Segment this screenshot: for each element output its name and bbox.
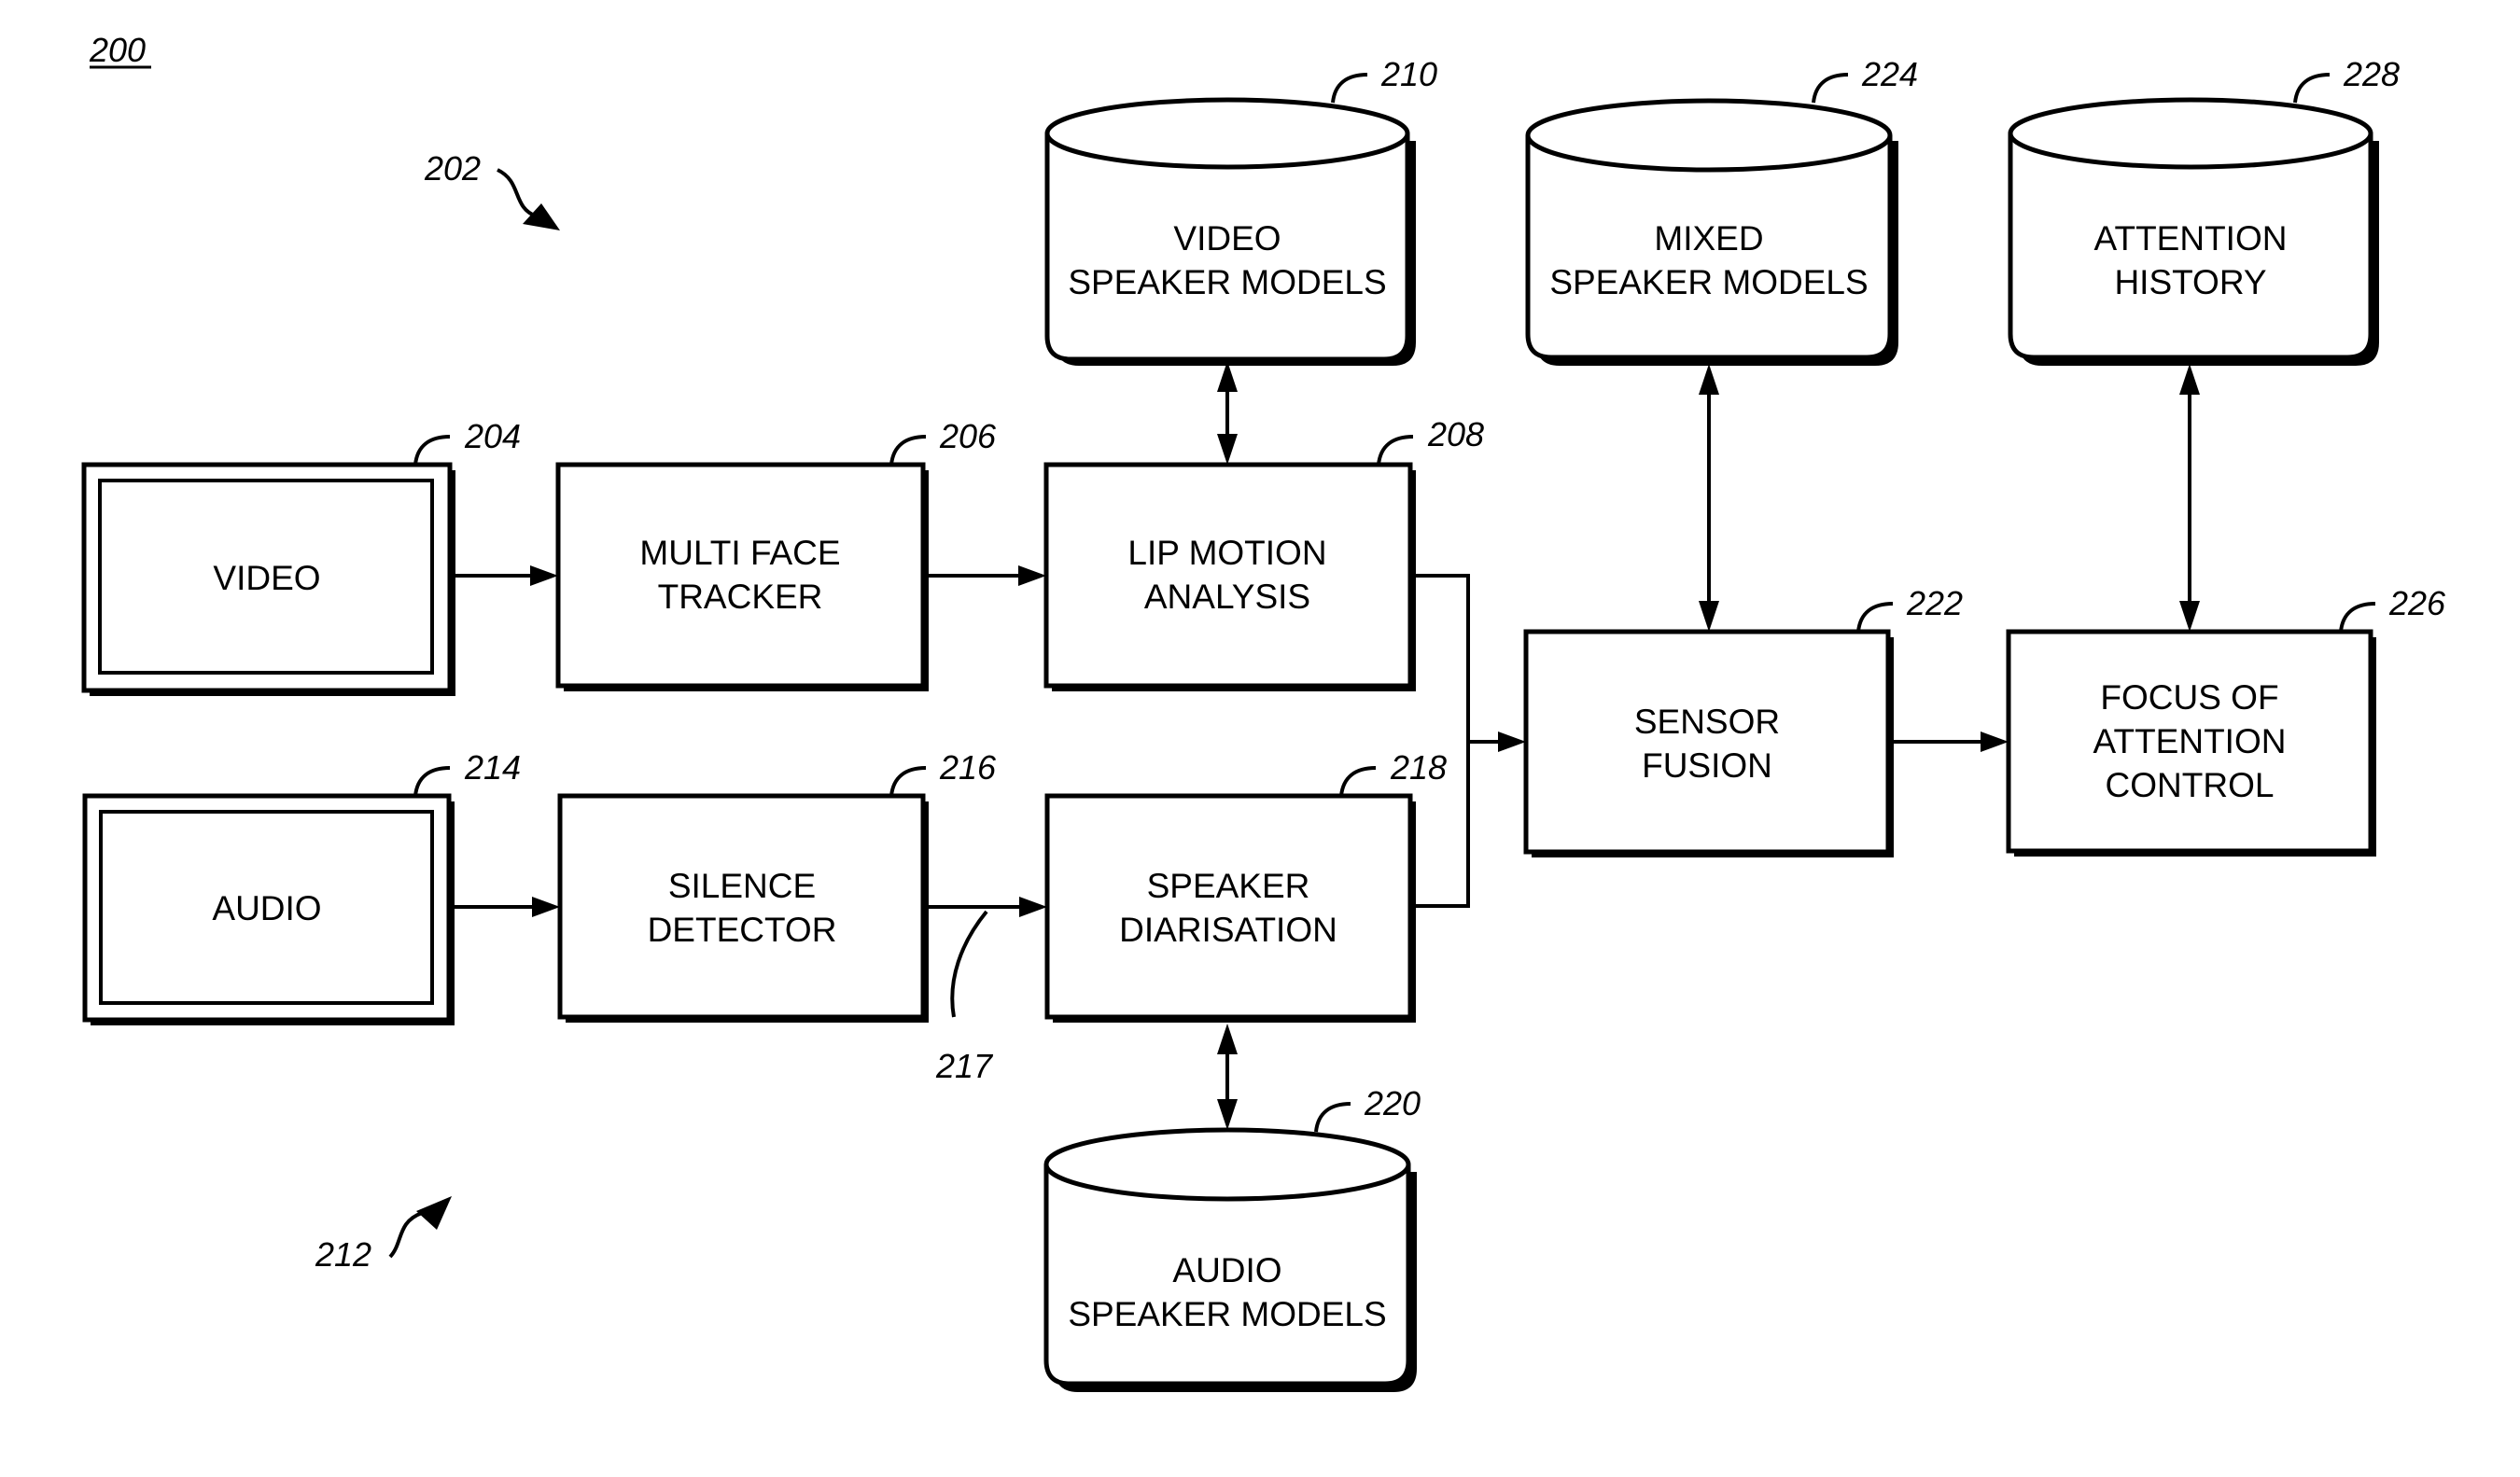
ref-204-leader (413, 435, 451, 466)
ref-226-leader (2339, 602, 2376, 633)
block-video-label: VIDEO (213, 559, 320, 597)
connector-video-to-tracker (455, 565, 558, 586)
ref-224-leader (1812, 73, 1849, 104)
arrow-icon (530, 565, 558, 586)
arrow-icon (1018, 565, 1046, 586)
ref-202-arrow-stem (497, 168, 538, 218)
arrow-icon (1498, 732, 1526, 752)
ref-228-leader (2293, 73, 2331, 104)
arrow-up-icon (1699, 364, 1719, 395)
block-focus-label-2: ATTENTION (2093, 722, 2287, 760)
ref-222-label: 222 (1906, 584, 1963, 622)
block-silence-detector-label-1: SILENCE (668, 867, 816, 905)
ref-208-leader (1377, 435, 1414, 466)
database-video-speaker-models-label-2: SPEAKER MODELS (1068, 263, 1386, 301)
ref-228-label: 228 (2343, 55, 2400, 93)
ref-226-label: 226 (2388, 584, 2446, 622)
database-attention-history-label-2: HISTORY (2114, 263, 2266, 301)
block-audio: AUDIO 214 (82, 748, 521, 1025)
connector-focus-attention-history (2179, 364, 2200, 632)
block-speaker-diarisation-label-2: DIARISATION (1119, 911, 1337, 949)
block-video: VIDEO 204 (81, 417, 521, 696)
database-attention-history-label-1: ATTENTION (2094, 219, 2288, 258)
connector-audio-to-silence-detector (455, 897, 560, 917)
block-multi-face-tracker: MULTI FACE TRACKER 206 (555, 417, 997, 691)
arrow-icon (1019, 897, 1047, 917)
ref-214-leader (413, 766, 451, 797)
arrow-down-icon (1217, 434, 1238, 465)
ref-204-label: 204 (464, 417, 521, 455)
block-silence-detector: SILENCE DETECTOR 216 (557, 748, 997, 1023)
database-video-speaker-models-label-1: VIDEO (1173, 219, 1281, 258)
ref-216-leader (889, 766, 927, 797)
ref-222-leader (1856, 602, 1894, 633)
block-lip-motion-analysis-label-2: ANALYSIS (1144, 578, 1310, 616)
arrow-icon (532, 897, 560, 917)
connector-diarisation-audio-models (1217, 1024, 1238, 1130)
block-sensor-fusion-label-1: SENSOR (1634, 703, 1780, 741)
ref-218-label: 218 (1390, 748, 1447, 787)
ref-206-label: 206 (939, 417, 997, 455)
ref-212-group: 212 (315, 1196, 452, 1274)
ref-216-label: 216 (939, 748, 997, 787)
block-lip-motion-analysis: LIP MOTION ANALYSIS 208 (1043, 415, 1484, 691)
database-audio-speaker-models: AUDIO SPEAKER MODELS 220 (1043, 1084, 1421, 1392)
database-audio-speaker-models-label-1: AUDIO (1172, 1251, 1281, 1289)
block-focus-of-attention-control: FOCUS OF ATTENTION CONTROL 226 (2006, 584, 2446, 857)
ref-217-label: 217 (935, 1047, 994, 1085)
database-audio-speaker-models-label-2: SPEAKER MODELS (1068, 1295, 1386, 1333)
ref-210-leader (1331, 73, 1368, 104)
ref-202-group: 202 (424, 149, 560, 230)
ref-220-label: 220 (1364, 1084, 1421, 1122)
ref-202-label: 202 (424, 149, 481, 188)
block-speaker-diarisation: SPEAKER DIARISATION 218 (1044, 748, 1447, 1023)
database-mixed-speaker-models-label-1: MIXED (1654, 219, 1763, 258)
arrow-up-icon (1217, 1024, 1238, 1054)
database-mixed-speaker-models-label-2: SPEAKER MODELS (1549, 263, 1868, 301)
ref-212-arrow-icon (416, 1196, 452, 1230)
block-sensor-fusion-label-2: FUSION (1642, 746, 1772, 785)
arrow-icon (1981, 732, 2009, 752)
figure-number-text: 200 (89, 31, 146, 69)
connector-silence-to-diarisation: 217 (929, 897, 1047, 1085)
block-focus-label-1: FOCUS OF (2100, 678, 2278, 717)
connector-lip-motion-video-models (1217, 361, 1238, 465)
block-audio-label: AUDIO (212, 889, 321, 927)
database-attention-history: ATTENTION HISTORY 228 (2008, 55, 2400, 366)
ref-212-arrow-stem (388, 1211, 423, 1259)
block-lip-motion-analysis-label-1: LIP MOTION (1127, 534, 1326, 572)
arrow-down-icon (1217, 1099, 1238, 1130)
ref-208-label: 208 (1427, 415, 1484, 453)
ref-220-leader (1314, 1102, 1351, 1133)
arrow-down-icon (1699, 601, 1719, 632)
ref-206-leader (889, 435, 927, 466)
ref-212-label: 212 (315, 1235, 371, 1274)
connector-sensor-fusion-to-focus (1894, 732, 2009, 752)
ref-224-label: 224 (1861, 55, 1918, 93)
block-multi-face-tracker-label-2: TRACKER (658, 578, 823, 616)
block-silence-detector-label-2: DETECTOR (648, 911, 837, 949)
ref-218-leader (1339, 766, 1377, 797)
database-video-speaker-models: VIDEO SPEAKER MODELS 210 (1044, 55, 1437, 366)
ref-210-label: 210 (1380, 55, 1437, 93)
arrow-up-icon (2179, 364, 2200, 395)
block-multi-face-tracker-label-1: MULTI FACE (639, 534, 840, 572)
ref-202-arrow-icon (523, 203, 560, 230)
database-mixed-speaker-models: MIXED SPEAKER MODELS 224 (1525, 55, 1918, 366)
arrow-up-icon (1217, 361, 1238, 392)
block-speaker-diarisation-label-1: SPEAKER (1147, 867, 1310, 905)
ref-214-label: 214 (464, 748, 521, 787)
connector-tracker-to-lip-motion (929, 565, 1046, 586)
ref-217-leader (950, 910, 988, 1018)
block-sensor-fusion: SENSOR FUSION 222 (1523, 584, 1963, 857)
connector-merge-to-sensor-fusion (1416, 574, 1526, 908)
connector-sensor-fusion-mixed-models (1699, 364, 1719, 632)
arrow-down-icon (2179, 601, 2200, 632)
block-focus-label-3: CONTROL (2106, 766, 2275, 804)
figure-number: 200 (89, 31, 151, 69)
